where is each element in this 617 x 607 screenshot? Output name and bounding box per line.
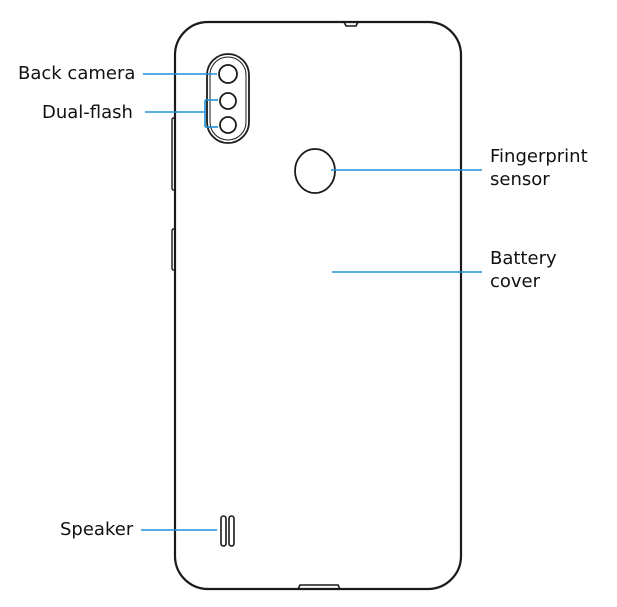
volume-button	[171, 117, 176, 191]
back-camera-lens	[218, 64, 238, 84]
camera-module-inner	[209, 56, 247, 141]
power-button	[171, 228, 176, 271]
speaker-label: Speaker	[60, 519, 134, 540]
battery-label-line2: cover	[490, 271, 541, 292]
battery-label-line1: Battery	[490, 248, 557, 269]
battery-cover-label: Battery cover	[490, 247, 557, 293]
top-notch	[343, 21, 359, 27]
speaker-slot-left	[220, 515, 227, 547]
dual-flash-label: Dual-flash	[42, 102, 133, 123]
fingerprint-label-line1: Fingerprint	[490, 146, 588, 167]
speaker-slot-right	[228, 515, 235, 547]
fingerprint-label-line2: sensor	[490, 169, 550, 190]
fingerprint-sensor	[294, 148, 336, 194]
flash-bottom	[219, 116, 237, 134]
flash-top	[219, 92, 237, 110]
phone-body	[173, 20, 463, 591]
back-camera-label: Back camera	[18, 63, 136, 84]
fingerprint-sensor-label: Fingerprint sensor	[490, 145, 588, 191]
bottom-notch	[297, 584, 341, 590]
camera-module	[206, 53, 250, 144]
